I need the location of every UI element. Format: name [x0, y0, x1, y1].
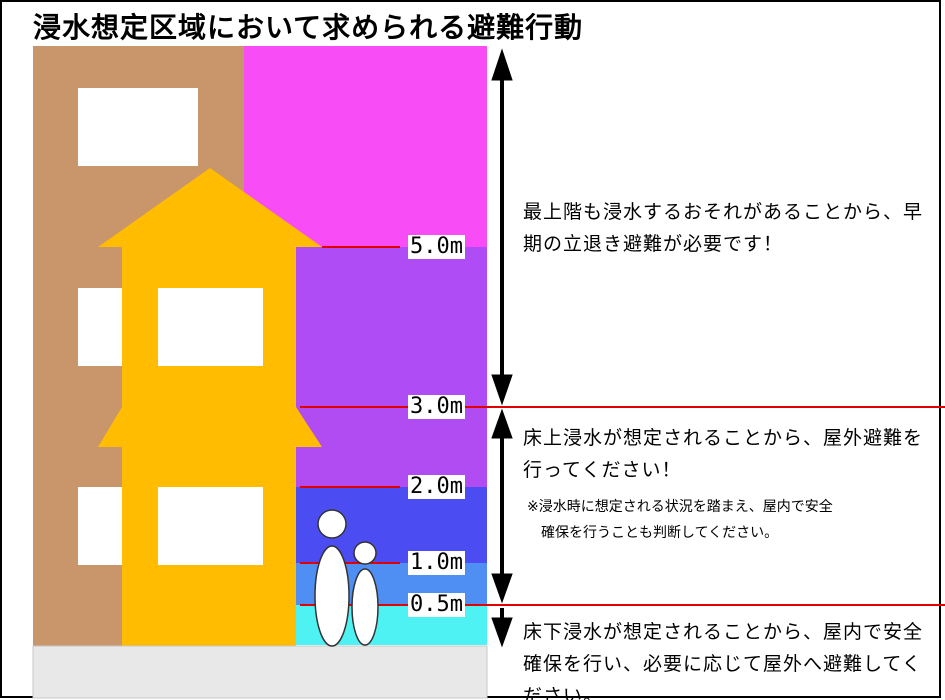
window-left-bottom — [78, 487, 128, 565]
window-left-mid — [78, 288, 128, 366]
zone-2m-to-3m — [296, 407, 487, 487]
diagram-title: 浸水想定区域において求められる避難行動 — [33, 11, 584, 44]
level-label-3m: 3.0m — [408, 394, 465, 419]
person-adult-icon — [314, 509, 350, 647]
building-center — [98, 168, 322, 646]
ground — [32, 645, 488, 699]
zone-3m-to-5m — [296, 247, 487, 407]
level-label-1m: 1.0m — [408, 550, 465, 575]
arrow-bottom-range-icon — [491, 608, 513, 648]
window-left-top — [78, 88, 198, 166]
person-child-icon — [351, 541, 379, 646]
window-center-mid — [158, 288, 263, 366]
level-label-05m: 0.5m — [408, 592, 465, 617]
window-center-bottom — [158, 487, 263, 565]
message-top-evacuate-early: 最上階も浸水するおそれがあることから、早期の立退き避難が必要です！ — [523, 201, 924, 255]
message-bottom-indoor-safety: 床下浸水が想定されることから、屋内で安全確保を行い、必要に応じて屋外へ避難してく… — [523, 621, 924, 700]
zone-over-5m — [244, 46, 487, 247]
message-middle-outdoor-evacuation: 床上浸水が想定されることから、屋外避難を行ってください！ — [523, 427, 924, 481]
arrow-top-range-icon — [491, 48, 513, 406]
arrow-middle-range-icon — [491, 408, 513, 604]
level-label-2m: 2.0m — [408, 474, 465, 499]
message-middle-note: ※浸水時に想定される状況を踏まえ、屋内で安全 確保を行うことも判断してください。 — [527, 499, 833, 541]
level-label-5m: 5.0m — [408, 234, 465, 259]
